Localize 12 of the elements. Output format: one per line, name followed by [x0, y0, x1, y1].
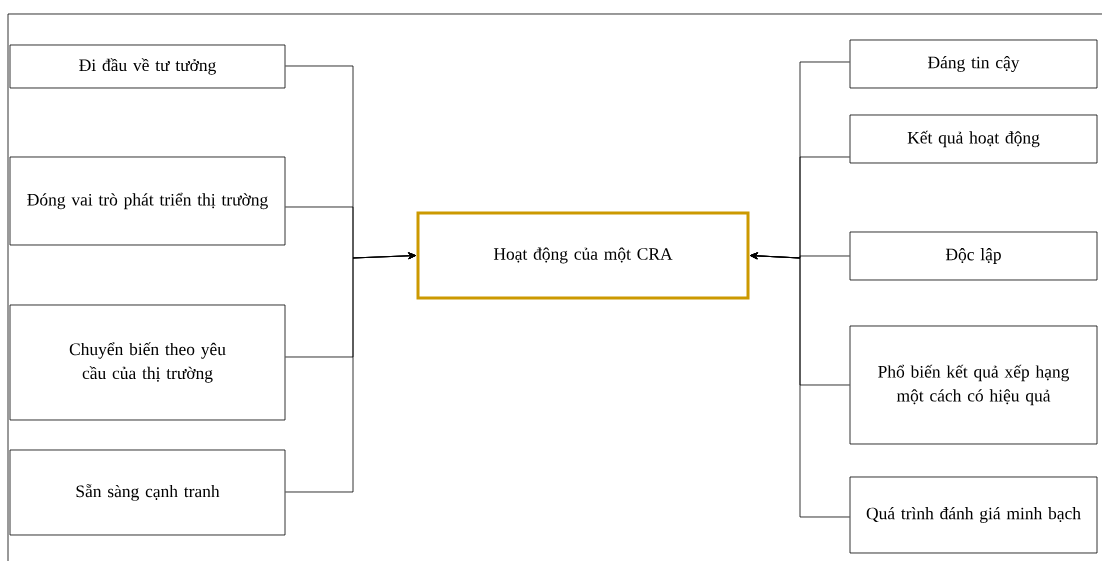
arrow: [285, 252, 416, 493]
text-box: Quá trình đánh giá minh bạch: [849, 476, 1098, 554]
text-box: Phổ biến kết quả xếp hạng một cách có hiệu quả: [849, 325, 1098, 445]
text-box: Đóng vai trò phát triển thị trường: [9, 156, 286, 246]
text-box: Đáng tin cậy: [849, 39, 1098, 89]
title-box: Hoạt động của một CRA: [416, 211, 750, 300]
text-box: Chuyển biến theo yêu cầu của thị trường: [9, 304, 286, 421]
text-box: Độc lập: [849, 231, 1098, 281]
text-box: Sẵn sàng cạnh tranh: [9, 449, 286, 536]
arrow: [750, 252, 850, 518]
text-box: Đi đầu về tư tưởng: [9, 44, 286, 89]
text-box: Kết quả hoạt động: [849, 114, 1098, 164]
